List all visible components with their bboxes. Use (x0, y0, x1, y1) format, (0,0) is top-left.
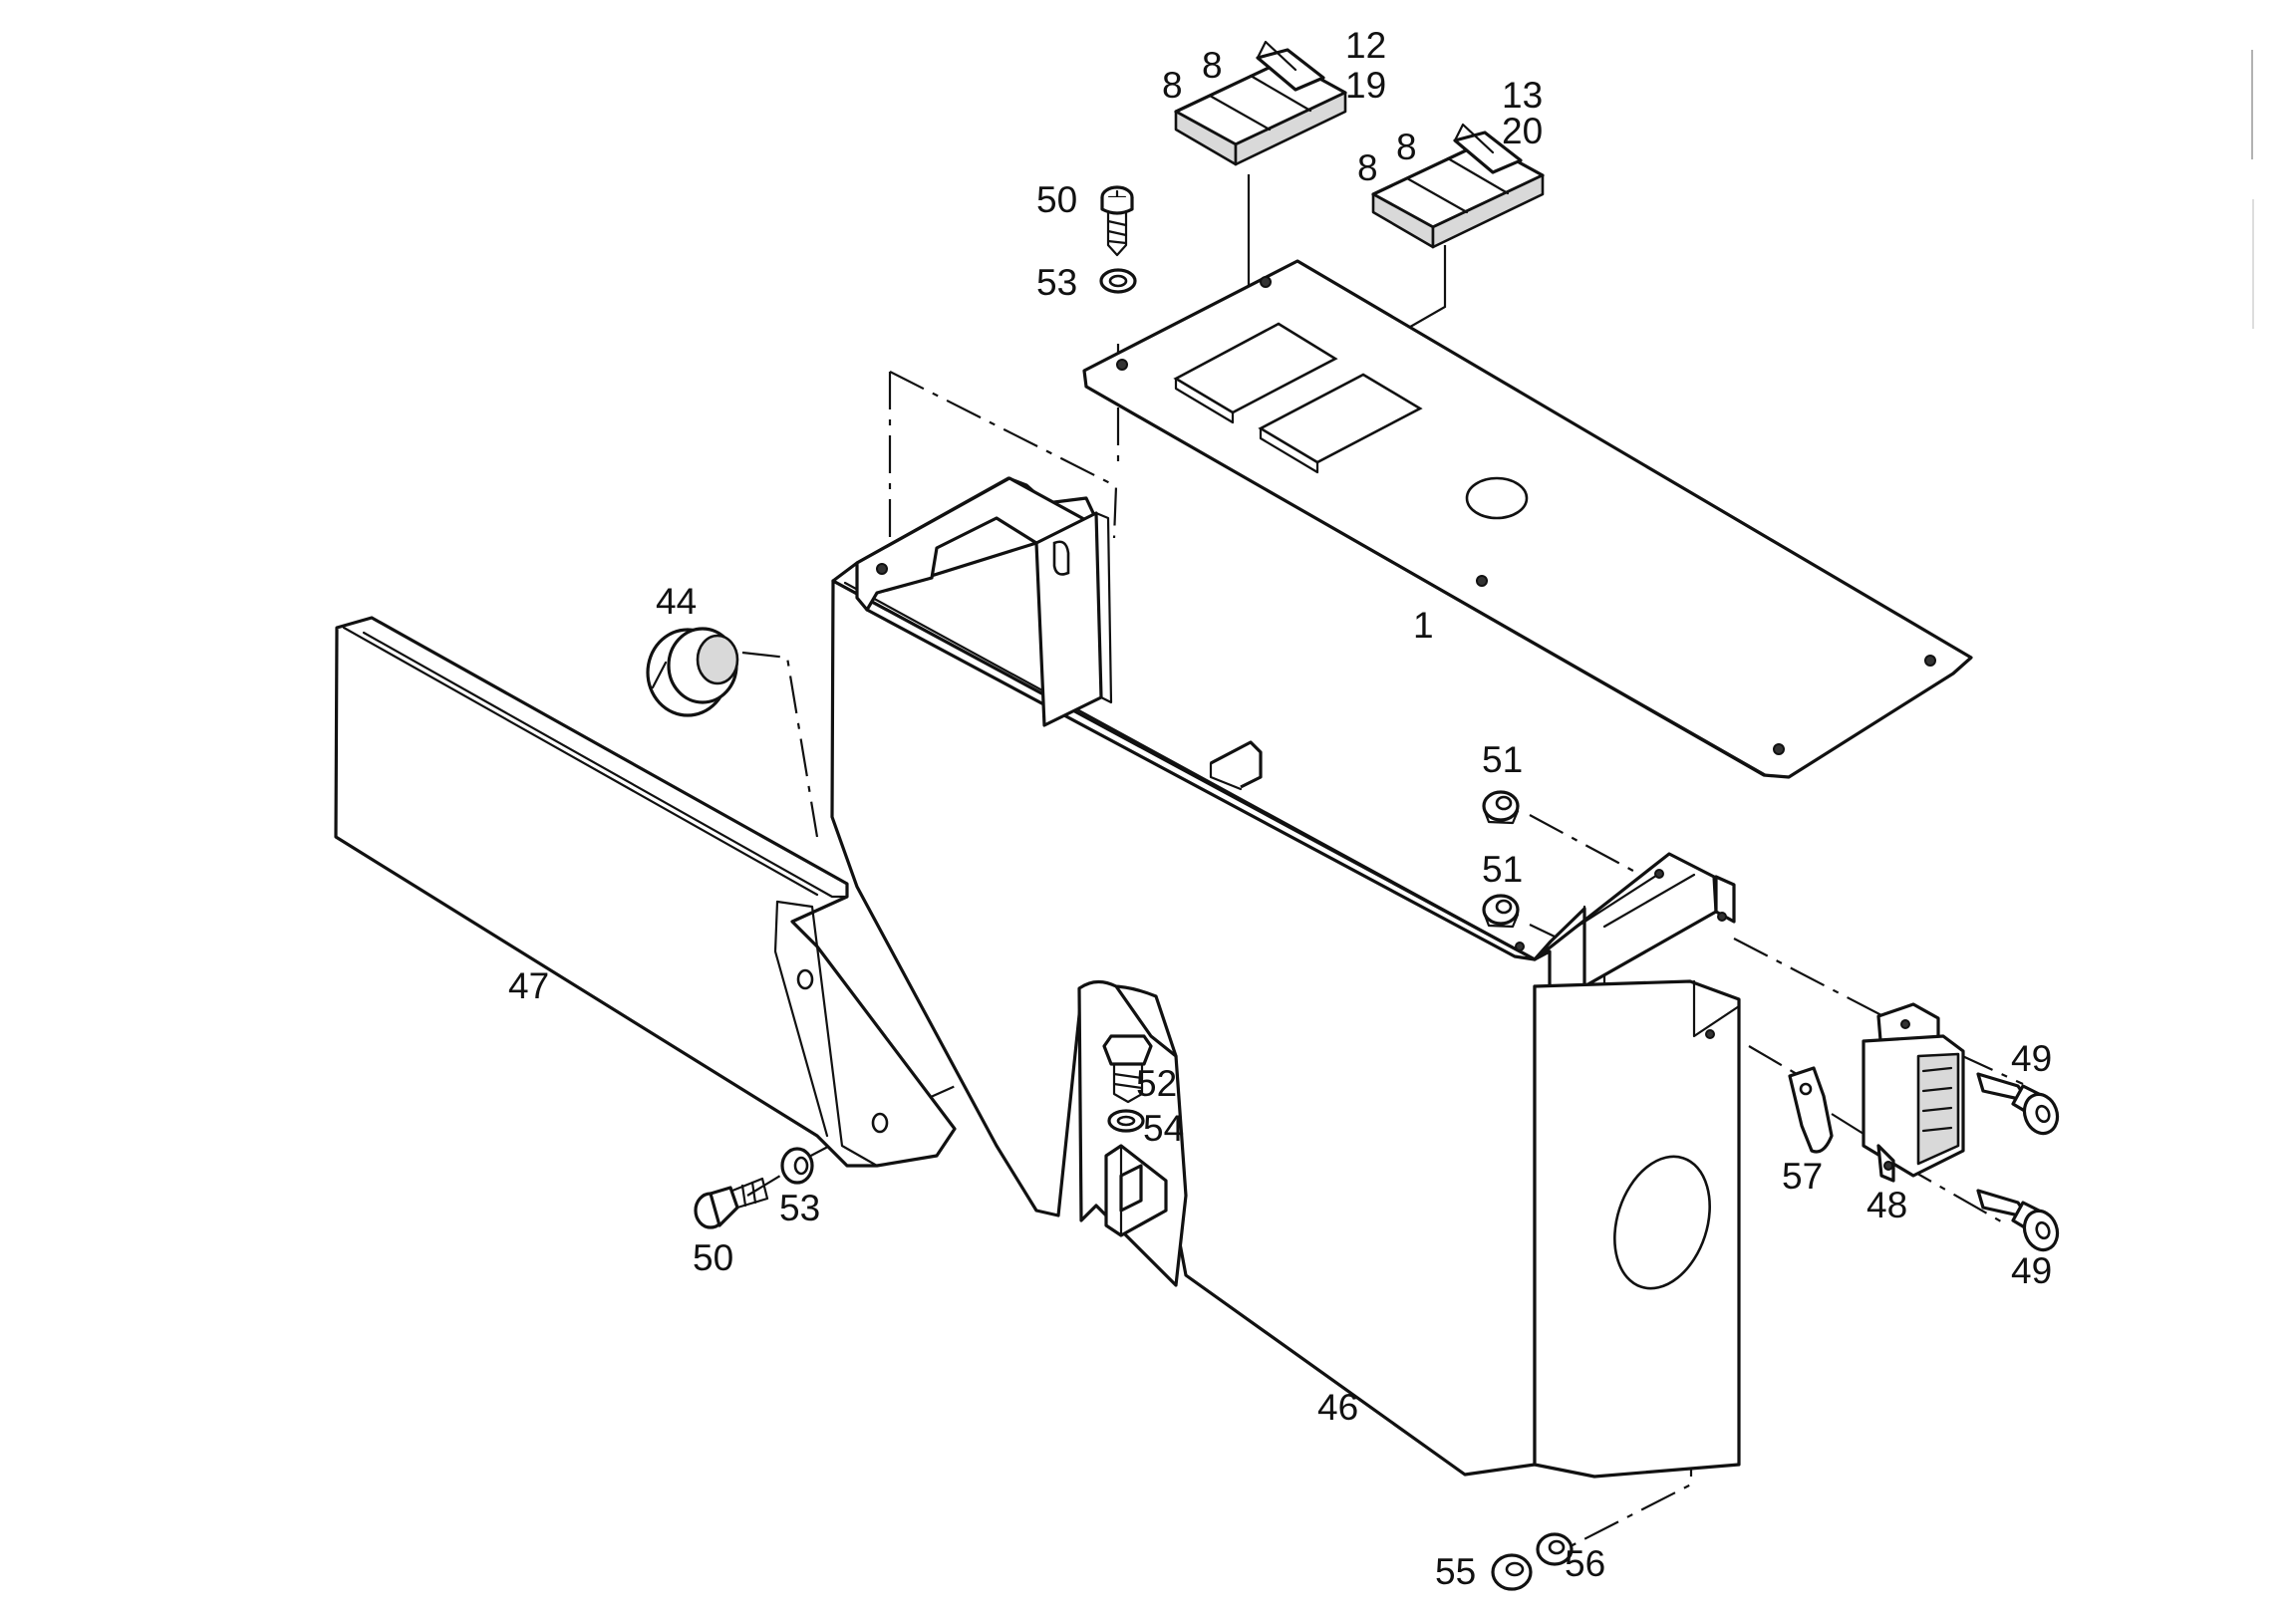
callout-labels: 12 19 8 8 13 20 8 8 50 53 1 44 51 51 47 … (508, 25, 2052, 1592)
side-cover (334, 616, 957, 1168)
screw-upper-right (1976, 1072, 2060, 1136)
callout-57: 57 (1782, 1156, 1823, 1197)
callout-53: 53 (779, 1188, 820, 1228)
callout-13: 13 (1502, 75, 1543, 116)
callout-8: 8 (1357, 147, 1378, 188)
callout-8: 8 (1162, 65, 1183, 106)
switch-group-right (1371, 123, 1545, 249)
callout-53: 53 (1036, 262, 1077, 303)
callout-1: 1 (1413, 605, 1434, 646)
washer-top (1099, 268, 1137, 294)
callout-8: 8 (1396, 127, 1417, 167)
switch-group-left (1174, 40, 1347, 166)
margin-marks (2251, 50, 2254, 329)
top-plate (1082, 259, 1973, 779)
nut-lower (1482, 894, 1520, 929)
callout-48: 48 (1866, 1185, 1907, 1225)
callout-44: 44 (656, 581, 697, 622)
callout-55: 55 (1435, 1551, 1476, 1592)
callout-51: 51 (1482, 849, 1523, 890)
callout-19: 19 (1345, 65, 1386, 106)
main-housing (830, 476, 1741, 1479)
callout-47: 47 (508, 965, 549, 1006)
screw-lower-right (1976, 1189, 2060, 1252)
washer-bolt (1107, 1109, 1145, 1133)
screw-left (694, 1177, 769, 1229)
nut-upper (1482, 790, 1520, 825)
callout-56: 56 (1565, 1543, 1605, 1584)
nut-bottom (1491, 1553, 1533, 1591)
callout-49: 49 (2011, 1250, 2052, 1291)
connector (1862, 1002, 1965, 1183)
callout-46: 46 (1317, 1387, 1358, 1428)
callout-54: 54 (1143, 1108, 1184, 1149)
callout-50: 50 (693, 1237, 733, 1278)
washer-bottom (1536, 1532, 1574, 1566)
clip (1788, 1066, 1834, 1154)
screw-top (1100, 185, 1134, 257)
callout-50: 50 (1036, 179, 1077, 220)
washer-left (780, 1147, 814, 1185)
callout-49: 49 (2011, 1038, 2052, 1079)
bolt (1102, 1034, 1153, 1104)
callout-8: 8 (1202, 45, 1223, 86)
grommet (646, 627, 739, 717)
callout-51: 51 (1482, 739, 1523, 780)
callout-20: 20 (1502, 111, 1543, 151)
callout-12: 12 (1345, 25, 1386, 66)
callout-52: 52 (1136, 1063, 1177, 1104)
